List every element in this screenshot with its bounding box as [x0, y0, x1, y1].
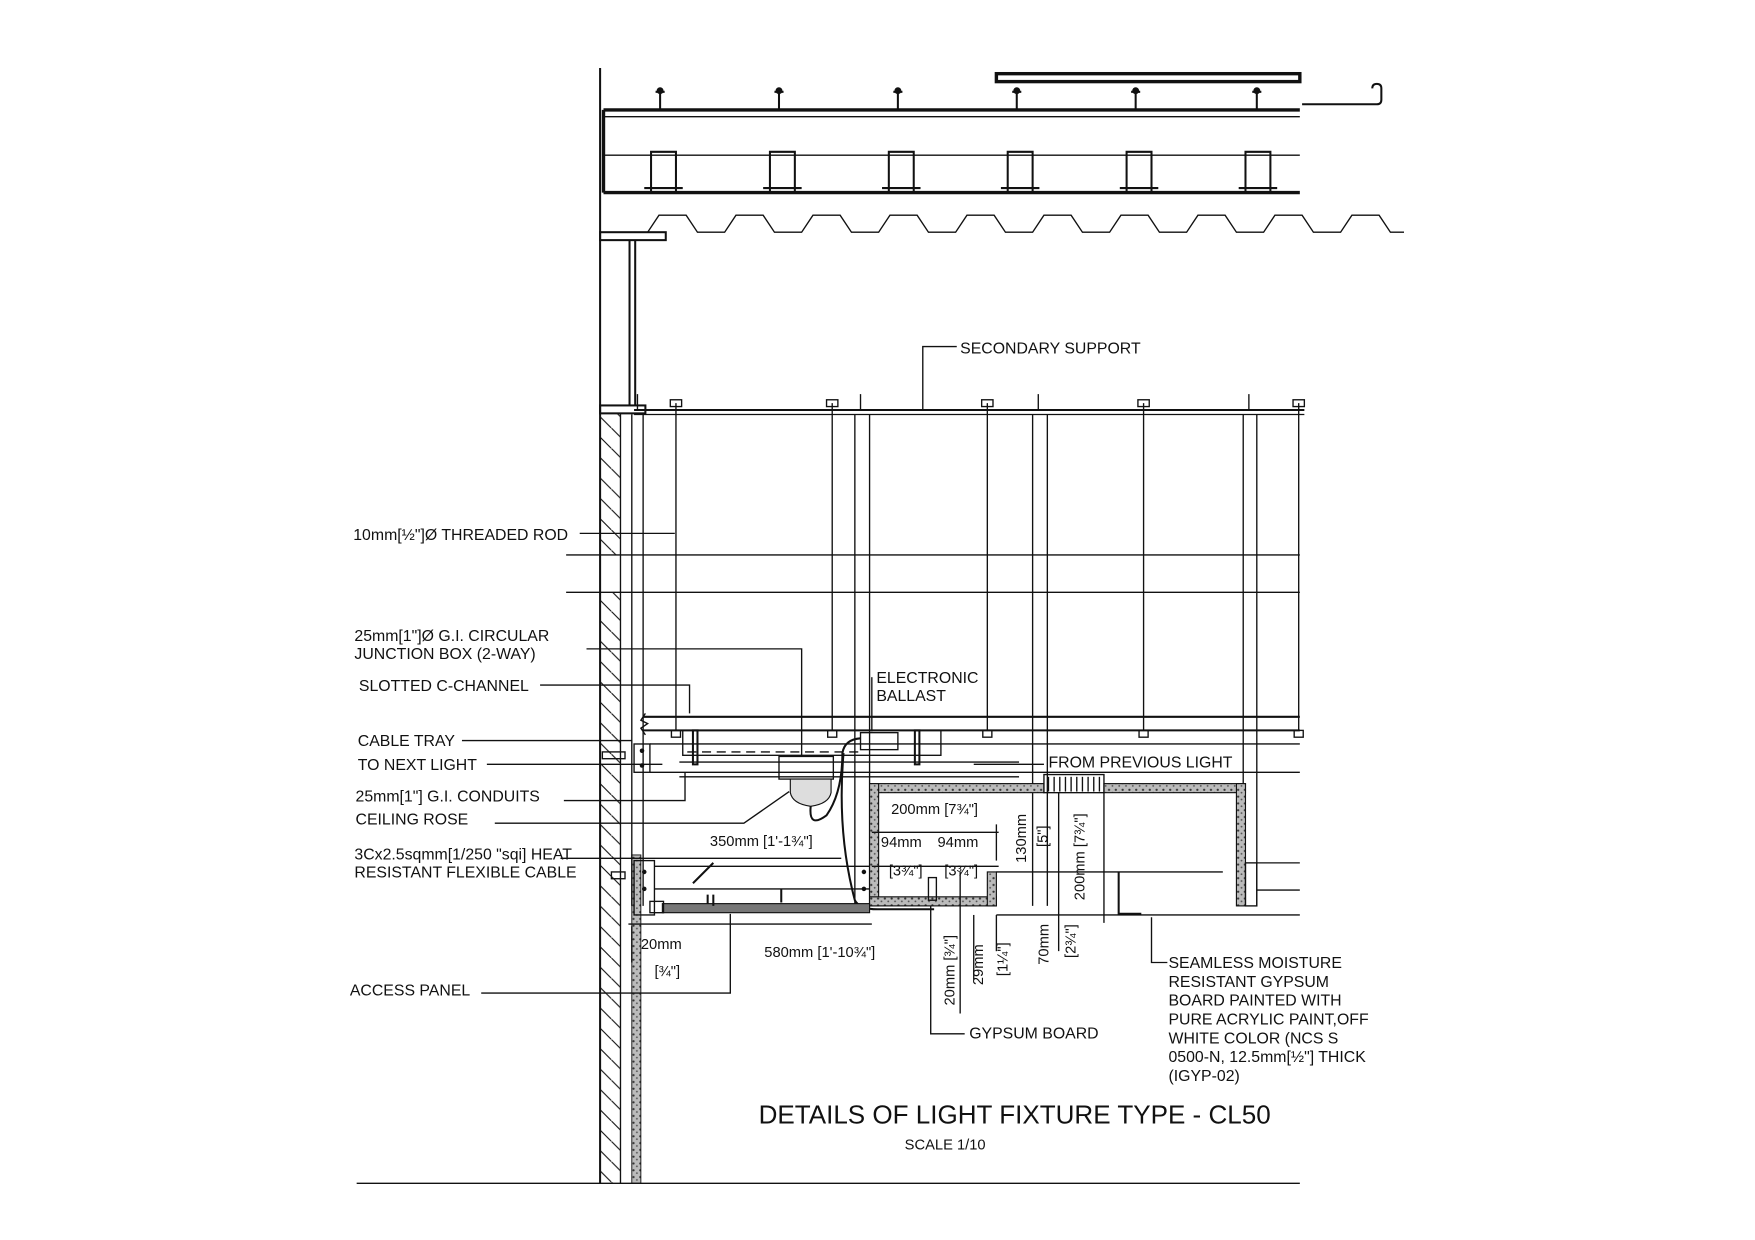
- fastener-head: [1013, 87, 1021, 95]
- fastener-head: [656, 87, 664, 95]
- roof-deck: [601, 71, 1383, 195]
- label-junction-box-line1: 25mm[1"]Ø G.I. CIRCULAR: [354, 628, 549, 645]
- dim-130-in: [5"]: [1035, 825, 1051, 847]
- seamless-label-line: SEAMLESS MOISTURE: [1168, 955, 1341, 972]
- deck-fasteners: [655, 87, 1262, 110]
- leader-lines: [461, 345, 1168, 1035]
- fastener-head: [894, 87, 902, 95]
- dim-580: 580mm [1'-10¾"]: [764, 945, 875, 961]
- dimension-lines: [631, 792, 1105, 1014]
- label-gypsum-board: GYPSUM BOARD: [969, 1025, 1098, 1042]
- label-cable-line2: RESISTANT FLEXIBLE CABLE: [354, 865, 576, 882]
- fastener: [1012, 90, 1022, 110]
- purlin: [1119, 150, 1159, 193]
- drawing-scale: SCALE 1/10: [905, 1137, 986, 1153]
- dim-130: 130mm: [1014, 814, 1030, 863]
- label-cable-line1: 3Cx2.5sqmm[1/250 "sqi] HEAT: [354, 846, 572, 863]
- rod-nut: [669, 399, 683, 408]
- drawing-title: DETAILS OF LIGHT FIXTURE TYPE - CL50: [759, 1099, 1271, 1129]
- seamless-label-line: BOARD PAINTED WITH: [1168, 993, 1341, 1010]
- corrugated-sheet: [634, 214, 1404, 233]
- cable-tray: [601, 729, 1300, 778]
- fastener-head: [1253, 87, 1261, 95]
- annotations: SECONDARY SUPPORT 10mm[½"]Ø THREADED ROD…: [350, 340, 1369, 1153]
- label-junction-box-line2: JUNCTION BOX (2-WAY): [354, 646, 535, 663]
- fastener-head: [775, 87, 783, 95]
- seamless-label-line: PURE ACRYLIC PAINT,OFF: [1168, 1012, 1368, 1029]
- label-seamless-gypsum: SEAMLESS MOISTURE RESISTANT GYPSUM BOARD P…: [1168, 955, 1368, 1085]
- dim-20-vertical: 20mm [¾"]: [942, 935, 958, 1006]
- steel-column: [599, 231, 667, 415]
- label-c-channel: SLOTTED C-CHANNEL: [359, 678, 529, 695]
- purlin: [882, 150, 921, 193]
- fastener: [774, 90, 784, 110]
- label-to-next-light: TO NEXT LIGHT: [358, 757, 477, 774]
- gypsum-bulkhead: [869, 773, 1300, 916]
- label-ballast-line1: ELECTRONIC: [876, 670, 978, 687]
- dim-29-in: [1¼"]: [996, 942, 1012, 976]
- purlin: [1000, 150, 1040, 193]
- dim-200-vertical: 200mm [7¾"]: [1073, 813, 1089, 900]
- seamless-label-line: WHITE COLOR (NCS S: [1168, 1030, 1338, 1047]
- rod-nut: [1137, 399, 1150, 408]
- dim-94-a-in: [3¾"]: [889, 863, 923, 879]
- seamless-label-line: (IGYP-02): [1168, 1068, 1239, 1085]
- frame-lines: [566, 554, 1300, 593]
- dim-70: 70mm: [1036, 924, 1052, 965]
- seamless-label-line: RESISTANT GYPSUM: [1168, 974, 1329, 991]
- fastener-head: [1132, 87, 1140, 95]
- purlins: [644, 150, 1278, 193]
- access-panel: [610, 859, 872, 925]
- label-ceiling-rose: CEILING ROSE: [356, 811, 469, 828]
- purlin: [1238, 150, 1278, 193]
- wall: [599, 68, 642, 1184]
- secondary-support: [634, 408, 1305, 416]
- label-cable-tray: CABLE TRAY: [358, 733, 456, 750]
- dim-200-top: 200mm [7¾"]: [891, 802, 978, 818]
- purlin: [644, 150, 683, 193]
- dim-94-a: 94mm: [881, 835, 922, 851]
- label-access-panel: ACCESS PANEL: [350, 982, 471, 999]
- slotted-c-channel: [639, 713, 1300, 736]
- studs-and-rods: [631, 394, 1306, 906]
- dim-20-left: 20mm: [641, 937, 682, 953]
- purlin: [763, 150, 802, 193]
- label-conduits: 25mm[1"] G.I. CONDUITS: [356, 789, 540, 806]
- dim-29: 29mm: [971, 944, 987, 985]
- fastener: [655, 90, 665, 110]
- fastener: [893, 90, 903, 110]
- seamless-label-line: 0500-N, 12.5mm[½"] THICK: [1168, 1049, 1366, 1066]
- fastener: [1131, 90, 1141, 110]
- dim-350: 350mm [1'-1¾"]: [710, 834, 813, 850]
- dim-70-in: [2¾"]: [1064, 924, 1080, 958]
- fastener: [1252, 90, 1262, 110]
- rod-nut: [980, 399, 994, 408]
- rod-nut: [1292, 399, 1306, 408]
- label-threaded-rod: 10mm[½"]Ø THREADED ROD: [353, 527, 568, 544]
- ceiling-rose: [778, 737, 935, 911]
- label-ballast-line2: BALLAST: [876, 688, 946, 705]
- dim-94-b: 94mm: [938, 835, 979, 851]
- rod-nut: [825, 399, 839, 408]
- dim-94-b-in: [3¾"]: [944, 863, 978, 879]
- label-from-previous-light: FROM PREVIOUS LIGHT: [1048, 755, 1232, 772]
- dim-20-left-in: [¾"]: [654, 964, 680, 980]
- label-secondary-support: SECONDARY SUPPORT: [960, 340, 1141, 357]
